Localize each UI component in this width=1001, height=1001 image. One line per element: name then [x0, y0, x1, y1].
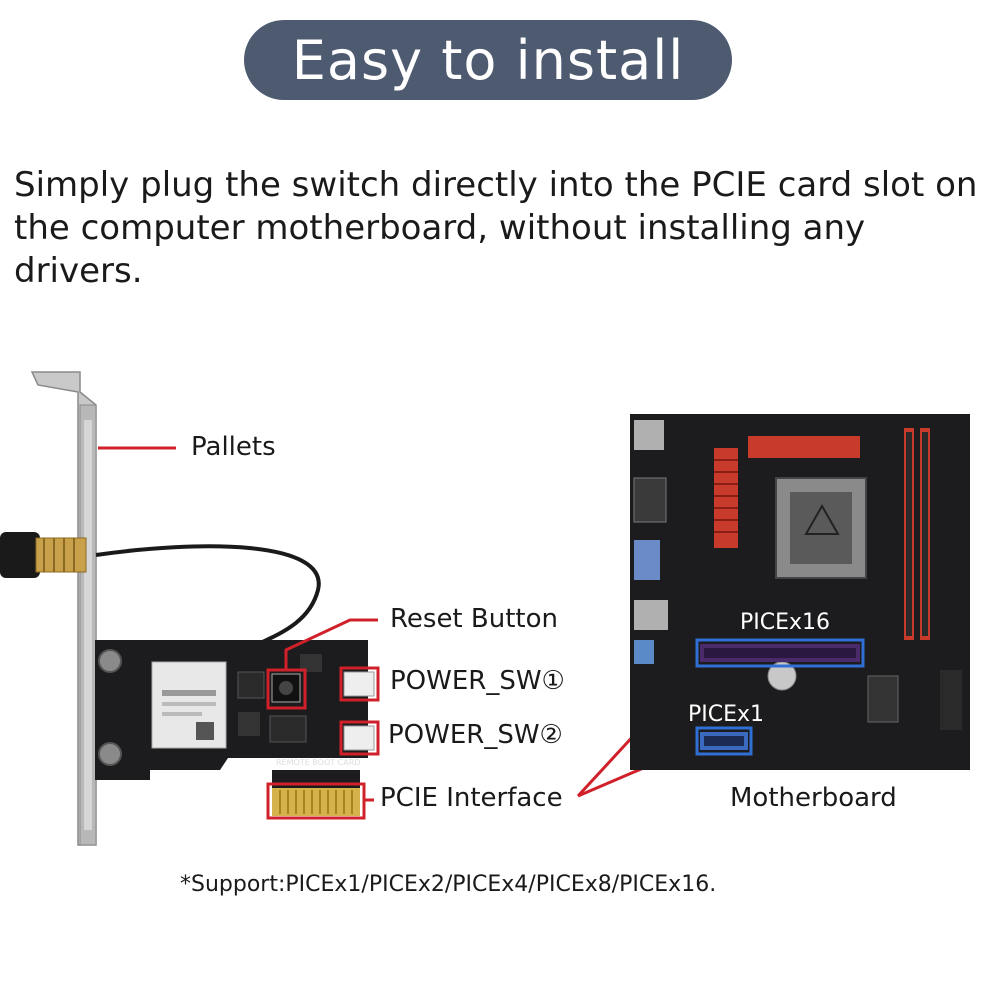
pcie-card-image: [0, 371, 375, 846]
label-pallets: Pallets: [191, 432, 276, 462]
label-reset-button: Reset Button: [390, 604, 558, 634]
label-power-sw1: POWER_SW①: [390, 666, 565, 696]
label-pcie-interface: PCIE Interface: [380, 783, 563, 813]
board-print: REMOTE BOOT CARD: [276, 758, 360, 767]
label-motherboard: Motherboard: [730, 783, 897, 813]
footnote: *Support:PICEx1/PICEx2/PICEx4/PICEx8/PIC…: [180, 872, 717, 897]
title-pill: Easy to install: [244, 20, 732, 100]
page-title: Easy to install: [291, 28, 685, 92]
label-slot-x1: PICEx1: [688, 702, 765, 727]
label-slot-x16: PICEx16: [740, 610, 831, 635]
intro-text: Simply plug the switch directly into the…: [14, 165, 978, 291]
motherboard-image: [630, 414, 970, 770]
label-power-sw2: POWER_SW②: [388, 720, 563, 750]
